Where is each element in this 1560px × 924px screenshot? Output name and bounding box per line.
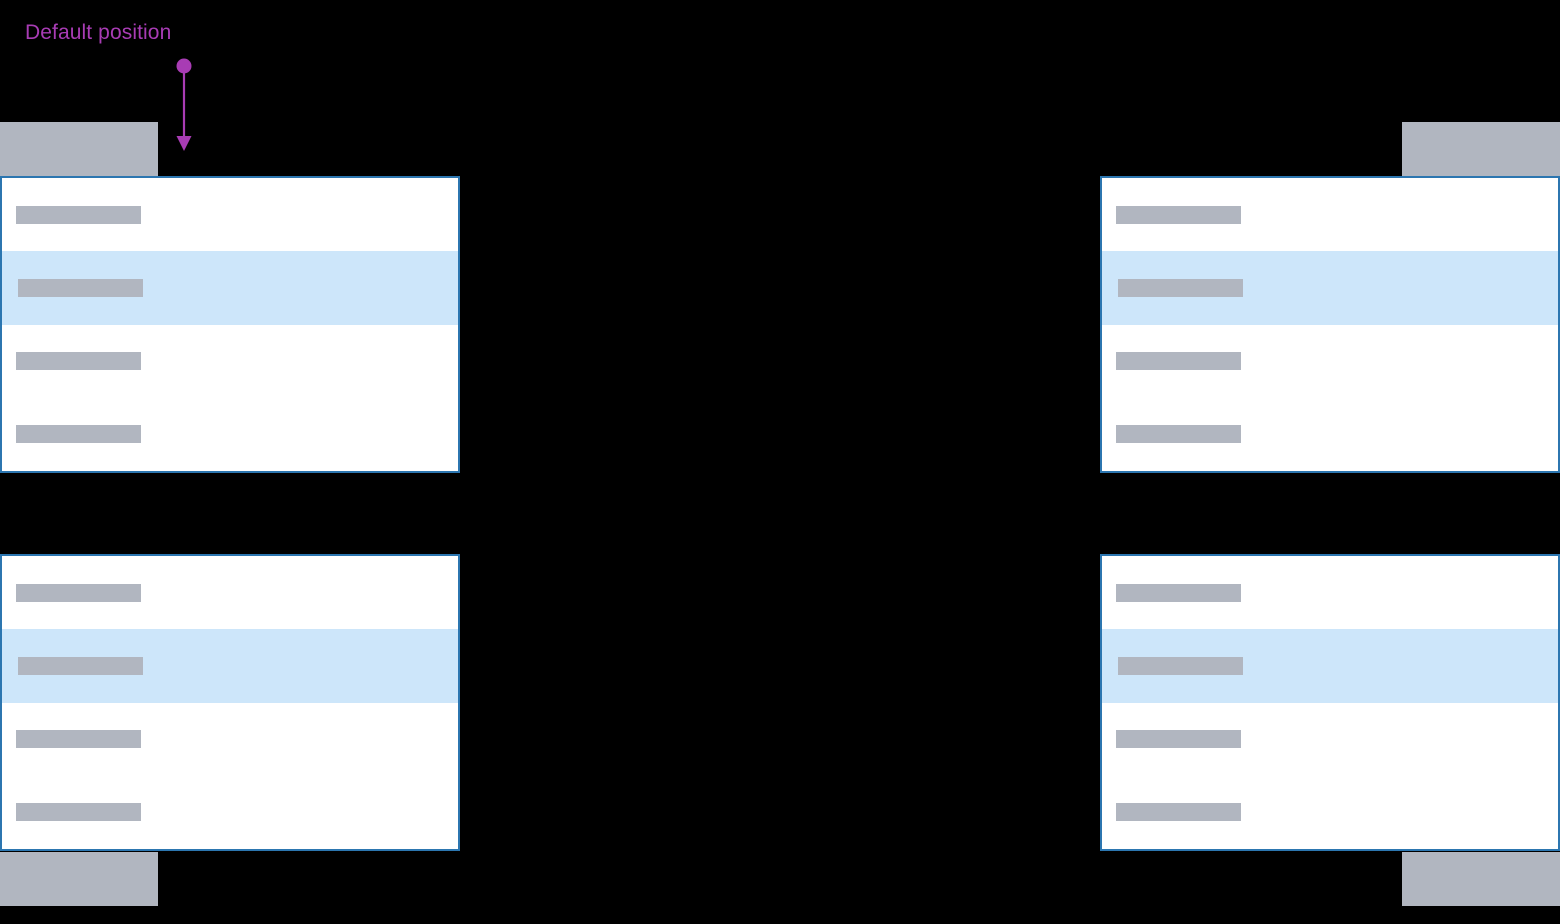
list-item-label [1118, 278, 1243, 297]
list-item-label [1116, 425, 1241, 444]
list-item[interactable] [2, 178, 458, 251]
dropdown-panel-bottom-left[interactable] [0, 554, 460, 851]
list-item-label [16, 803, 141, 822]
list-item[interactable] [1102, 556, 1558, 629]
list-item-label [16, 425, 141, 444]
anchor-block-top-left[interactable] [0, 122, 158, 176]
list-item-label [1116, 352, 1241, 371]
anchor-block-bottom-right[interactable] [1402, 852, 1560, 906]
dropdown-panel-bottom-right[interactable] [1100, 554, 1560, 851]
default-position-label: Default position [25, 21, 172, 44]
list-item-label [18, 656, 143, 675]
dropdown-panel-top-left[interactable] [0, 176, 460, 473]
list-item-label [1116, 803, 1241, 822]
list-item-highlighted[interactable] [2, 629, 458, 703]
list-item-label [1118, 656, 1243, 675]
anchor-block-bottom-left[interactable] [0, 852, 158, 906]
list-item[interactable] [2, 325, 458, 398]
list-item-highlighted[interactable] [2, 251, 458, 325]
down-arrow-with-dot-icon [176, 58, 192, 151]
list-item-label [16, 205, 141, 224]
list-item[interactable] [1102, 178, 1558, 251]
list-item-label [16, 730, 141, 749]
list-item-label [16, 352, 141, 371]
dropdown-list [2, 556, 458, 849]
list-item-highlighted[interactable] [1102, 251, 1558, 325]
dropdown-list [1102, 556, 1558, 849]
list-item-label [18, 278, 143, 297]
list-item[interactable] [1102, 776, 1558, 849]
anchor-block-top-right[interactable] [1402, 122, 1560, 176]
list-item-label [16, 583, 141, 602]
list-item[interactable] [2, 398, 458, 471]
dropdown-list [2, 178, 458, 471]
dropdown-panel-top-right[interactable] [1100, 176, 1560, 473]
list-item[interactable] [2, 703, 458, 776]
list-item[interactable] [2, 776, 458, 849]
list-item-label [1116, 730, 1241, 749]
dropdown-list [1102, 178, 1558, 471]
list-item-highlighted[interactable] [1102, 629, 1558, 703]
list-item[interactable] [1102, 325, 1558, 398]
list-item[interactable] [1102, 703, 1558, 776]
list-item[interactable] [1102, 398, 1558, 471]
list-item-label [1116, 583, 1241, 602]
list-item[interactable] [2, 556, 458, 629]
list-item-label [1116, 205, 1241, 224]
